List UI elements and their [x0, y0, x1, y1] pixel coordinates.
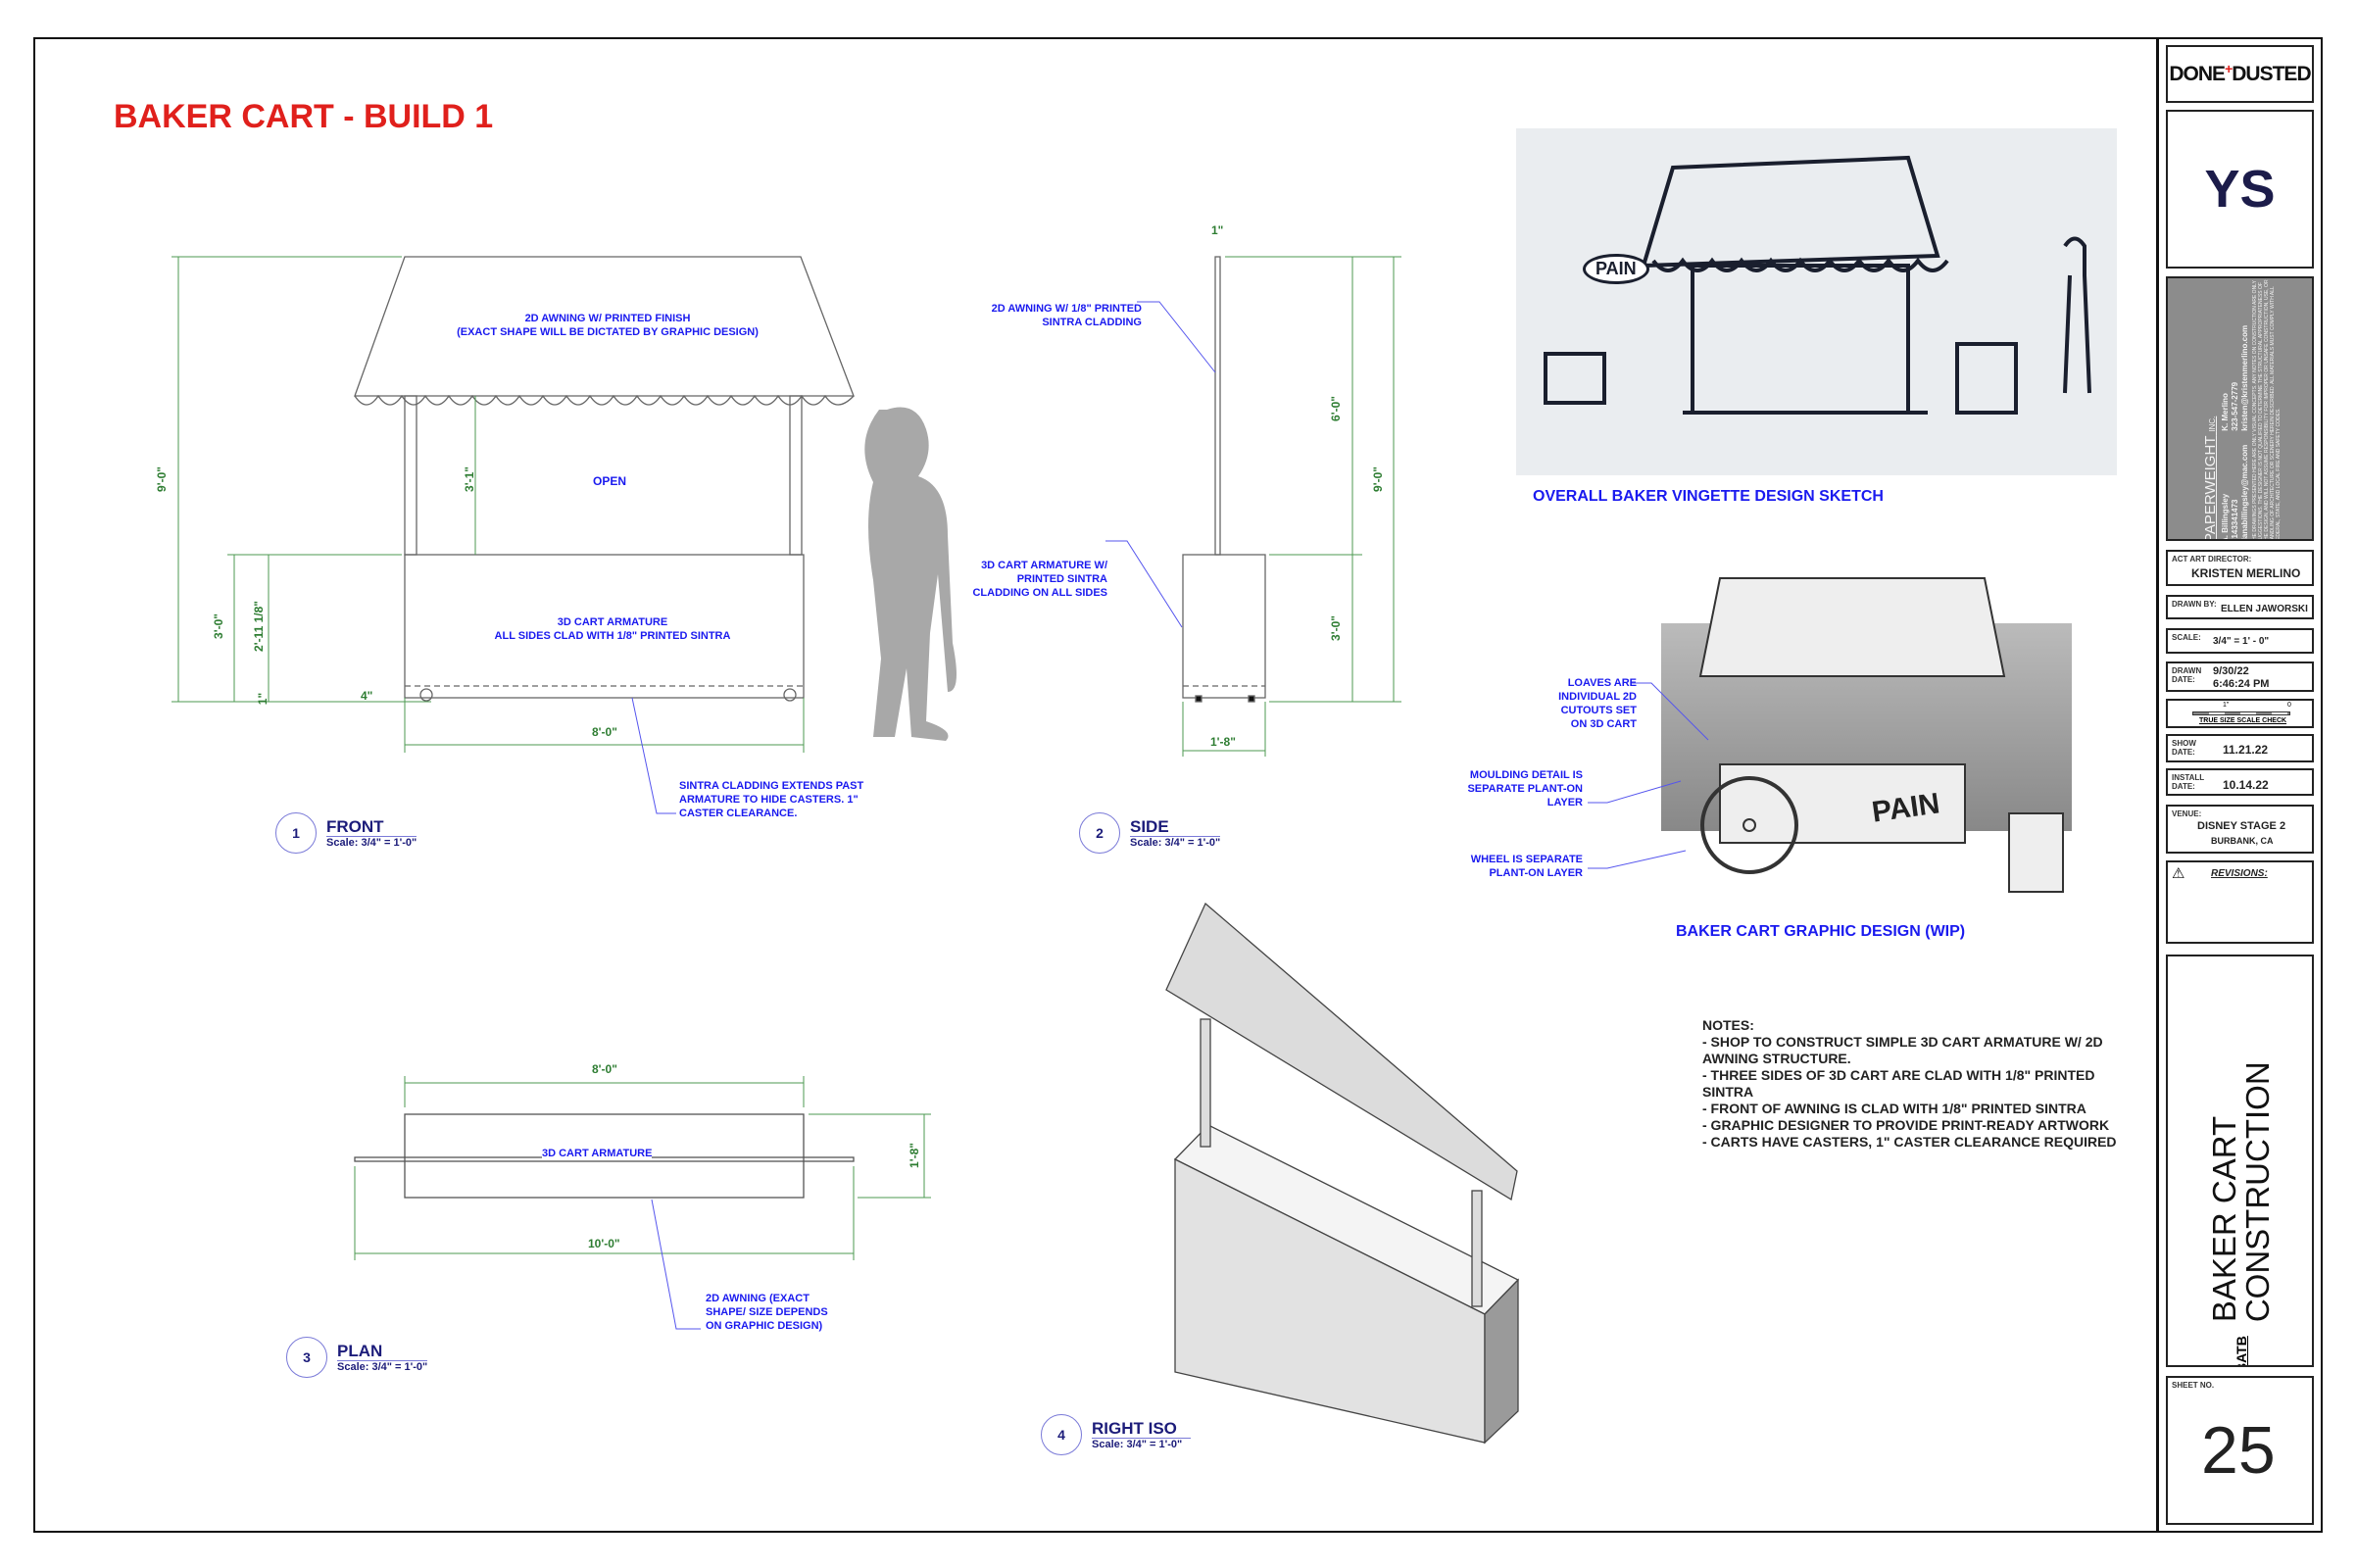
- client-logo: YS: [2204, 160, 2276, 219]
- front-open-label: OPEN: [593, 474, 627, 488]
- front-cladding-note: SINTRA CLADDING EXTENDS PAST ARMATURE TO…: [679, 780, 864, 819]
- dim-front-width: 8'-0": [592, 725, 617, 739]
- general-notes: NOTES: - SHOP TO CONSTRUCT SIMPLE 3D CAR…: [1702, 1017, 2117, 1150]
- client-logo-box: YS: [2166, 110, 2314, 269]
- side-cart-box: [1182, 554, 1266, 699]
- awning-scallops: [354, 394, 855, 406]
- revisions-field: ⚠REVISIONS:: [2166, 860, 2314, 944]
- plan-awning-note: 2D AWNING (EXACT SHAPE/ SIZE DEPENDS ON …: [706, 1293, 828, 1332]
- cart-graphic-caption: BAKER CART GRAPHIC DESIGN (WIP): [1676, 923, 1966, 940]
- sheet-number: 25: [2201, 1413, 2276, 1488]
- side-awning-note: 2D AWNING W/ 1/8" PRINTED SINTRA CLADDIN…: [991, 303, 1142, 328]
- dim-side-depth: 1'-8": [1210, 735, 1236, 749]
- side-elevation: [1182, 256, 1266, 703]
- scale-field: SCALE:3/4" = 1' - 0": [2166, 628, 2314, 654]
- project-code: BATB: [2233, 1336, 2249, 1367]
- install-date-field: INSTALL DATE:10.14.22: [2166, 768, 2314, 796]
- scale-bar: [2192, 711, 2290, 715]
- front-awning-note: 2D AWNING W/ PRINTED FINISH(EXACT SHAPE …: [457, 313, 759, 338]
- title-block-divider: [2156, 37, 2159, 1533]
- side-armature-note: 3D CART ARMATURE W/ PRINTED SINTRA CLADD…: [972, 560, 1107, 599]
- front-dimensions: [172, 256, 805, 753]
- plan-cart-box: [404, 1113, 805, 1199]
- vignette-sketch-image: PAIN: [1516, 128, 2117, 475]
- plan-armature-label: 3D CART ARMATURE: [542, 1147, 653, 1160]
- iso-box-side: [1484, 1278, 1519, 1445]
- sketch-sign: PAIN: [1583, 254, 1649, 284]
- wheel-note: WHEEL IS SEPARATE PLANT-ON LAYER: [1470, 854, 1583, 879]
- dim-plan-awning-width: 10'-0": [588, 1237, 620, 1250]
- dim-side-thickness: 1": [1211, 223, 1224, 237]
- loaves-note: LOAVES ARE INDIVIDUAL 2D CUTOUTS SET ON …: [1558, 677, 1637, 730]
- front-cart-box: [404, 554, 805, 699]
- art-director-field: ACT ART DIRECTOR:KRISTEN MERLINO: [2166, 550, 2314, 586]
- dim-plan-depth: 1'-8": [907, 1143, 921, 1168]
- drawn-by-field: DRAWN BY:ELLEN JAWORSKI: [2166, 595, 2314, 619]
- show-date-field: SHOW DATE:11.21.22: [2166, 734, 2314, 762]
- right-iso-view: [1165, 902, 1520, 1445]
- sheet-number-field: SHEET NO.25: [2166, 1376, 2314, 1525]
- sheet-border: [33, 37, 2323, 1533]
- view-number: 1: [275, 812, 317, 854]
- iso-awning: [1165, 902, 1518, 1201]
- sheet-title: BAKER CART - BUILD 1: [114, 98, 494, 135]
- drawings: [172, 256, 1520, 1445]
- iso-post-left: [1200, 1018, 1211, 1148]
- front-elevation: [354, 256, 855, 702]
- dim-caster: 4": [361, 689, 373, 703]
- company-logo-box: DONE+DUSTED: [2166, 45, 2314, 103]
- vignette-sketch-caption: OVERALL BAKER VINGETTE DESIGN SKETCH: [1533, 488, 1884, 505]
- cart-graphic-image: PAIN: [1661, 568, 2073, 902]
- moulding-note: MOULDING DETAIL IS SEPARATE PLANT-ON LAY…: [1467, 769, 1583, 808]
- iso-post-right: [1471, 1190, 1483, 1307]
- person-silhouette: [864, 407, 957, 741]
- scale-check-field: 1" 0 TRUE SIZE SCALE CHECK: [2166, 699, 2314, 728]
- dim-plan-cart-width: 8'-0": [592, 1062, 617, 1076]
- graphic-leaders: [1588, 682, 1709, 869]
- warning-icon: ⚠: [2172, 865, 2185, 882]
